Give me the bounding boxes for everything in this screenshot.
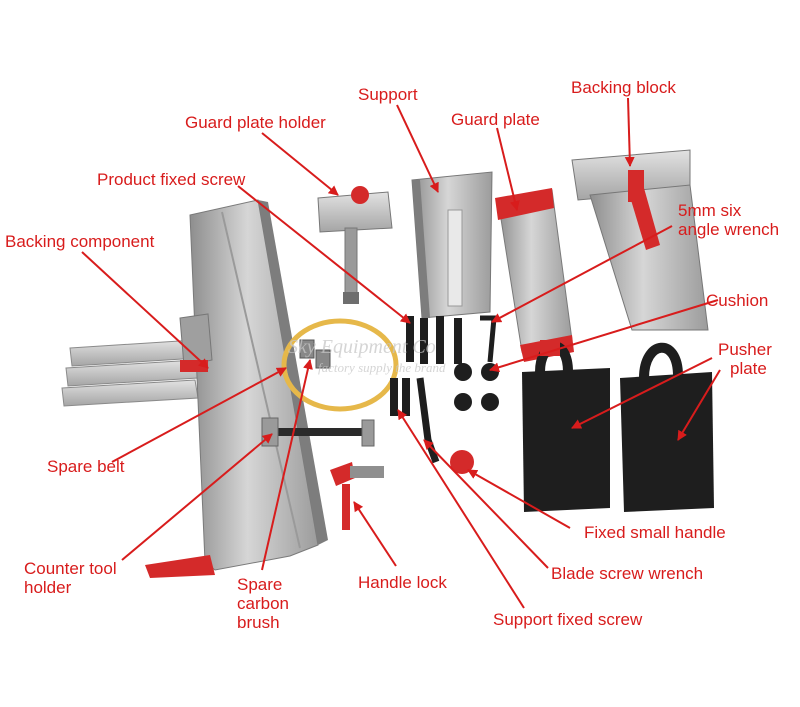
guard-plate-part [495,188,574,362]
label-cushion: Cushion [706,291,769,310]
arrow-blade-screw-wrench [423,439,549,569]
label-5mm-wrench-line1: 5mm six [678,201,742,220]
support-part [411,171,493,319]
arrow-spare-carbon-brush [261,359,313,571]
handle-lock-part [330,462,384,530]
label-pusher-plate-line1: Pusher [718,340,772,359]
pusher-plates-part [522,340,714,512]
product-fixed-screws [406,316,462,364]
label-fixed-small-handle: Fixed small handle [584,523,726,542]
label-backing-component: Backing component [5,232,155,251]
label-spare-carbon-brush-line2: carbon [237,594,289,613]
arrow-spare-belt [111,367,287,463]
label-blade-screw-wrench: Blade screw wrench [551,564,704,583]
backing-block-part [571,149,709,331]
label-guard-plate: Guard plate [451,110,540,129]
arrow-cushion [489,299,719,373]
arrow-counter-tool-holder [121,433,273,561]
label-spare-belt: Spare belt [47,457,125,476]
arrow-pusher-plate-right [677,369,721,441]
label-handle-lock: Handle lock [358,573,447,592]
cushions-part [454,363,499,411]
guard-plate-holder-part [317,186,393,304]
leader-arrows [81,97,721,609]
watermark-line1: Sky Equipment Co [288,336,436,358]
carbon-brush-part [299,339,331,369]
arrow-guard-plate-holder [261,132,339,196]
label-counter-tool-holder-line2: holder [24,578,72,597]
arrow-backing-component [81,251,209,369]
fixed-small-handle-part [450,450,474,474]
hex-wrench-part [480,315,497,363]
label-support: Support [358,85,418,104]
arrow-support [396,104,439,193]
spare-belt-part [281,318,399,412]
backing-component-part [61,199,328,578]
label-guard-plate-holder: Guard plate holder [185,113,326,132]
label-backing-block: Backing block [571,78,676,97]
support-fixed-screws [390,378,410,416]
arrow-support-fixed-screw [397,409,525,609]
arrow-product-fixed-screw [237,185,411,324]
label-support-fixed-screw: Support fixed screw [493,610,643,629]
arrow-5mm-wrench [491,225,673,323]
watermark-line2: factory supply the brand [318,360,446,375]
arrow-fixed-small-handle [467,469,571,529]
label-product-fixed-screw: Product fixed screw [97,170,246,189]
arrow-guard-plate [496,127,520,211]
arrow-handle-lock [353,501,397,567]
label-pusher-plate-line2: plate [730,359,767,378]
label-spare-carbon-brush-line3: brush [237,613,280,632]
label-counter-tool-holder-line1: Counter tool [24,559,117,578]
arrow-backing-block [624,97,635,167]
arrow-pusher-plate-left [571,357,713,429]
label-spare-carbon-brush-line1: Spare [237,575,283,594]
label-5mm-wrench-line2: angle wrench [678,220,780,239]
